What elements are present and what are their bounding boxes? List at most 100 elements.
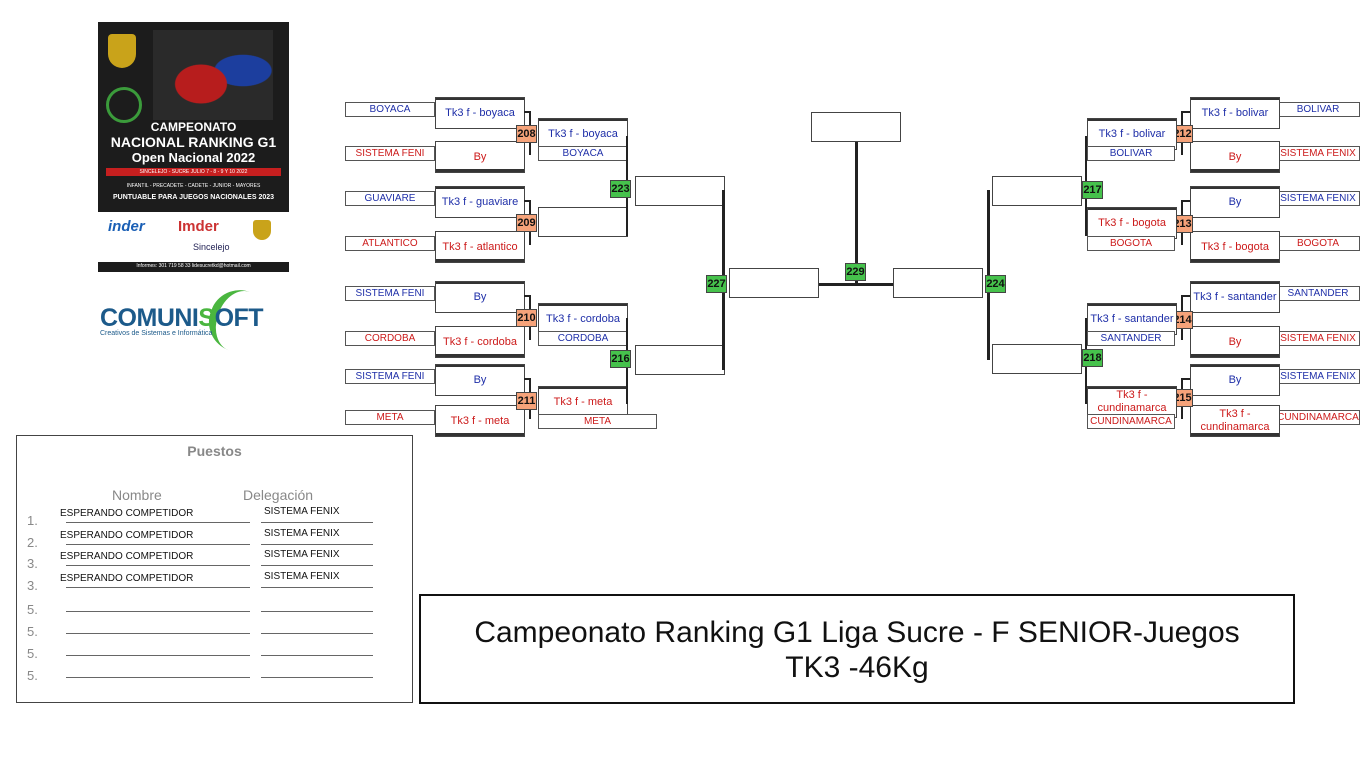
empty-slot[interactable] — [729, 268, 819, 298]
deleg-underline — [261, 655, 373, 656]
match-number: 223 — [610, 180, 631, 198]
competitor-slot[interactable]: Tk3 f - bolivar — [1087, 118, 1177, 150]
deleg-underline — [261, 633, 373, 634]
deleg-underline — [261, 522, 373, 523]
competitor-slot[interactable]: Tk3 f - cordoba — [435, 326, 525, 358]
place-name: ESPERANDO COMPETIDOR — [60, 573, 194, 584]
nombre-header: Nombre — [112, 487, 162, 503]
puestos-panel: Puestos Nombre Delegación 1.ESPERANDO CO… — [16, 435, 413, 703]
match-number: 209 — [516, 214, 537, 232]
competitor-slot[interactable]: Tk3 f - santander — [1190, 281, 1280, 313]
delegation-label: SISTEMA FENI — [345, 146, 435, 161]
deleg-underline — [261, 544, 373, 545]
match-number: 216 — [610, 350, 631, 368]
green-seal — [106, 87, 142, 123]
empty-slot[interactable] — [811, 112, 901, 142]
delegation-label: BOGOTA — [1087, 236, 1175, 251]
poster-logo — [108, 34, 136, 68]
competitor-slot[interactable]: Tk3 f - bogota — [1087, 207, 1177, 239]
empty-slot[interactable] — [635, 176, 725, 206]
competitor-slot[interactable]: Tk3 f - boyaca — [538, 118, 628, 150]
category-title-box: Campeonato Ranking G1 Liga Sucre - F SEN… — [419, 594, 1295, 704]
competitor-slot[interactable]: Tk3 f - atlantico — [435, 231, 525, 263]
delegation-label: ATLANTICO — [345, 236, 435, 251]
empty-slot[interactable] — [893, 268, 983, 298]
name-underline — [66, 587, 250, 588]
delegation-label: CUNDINAMARCA — [1276, 410, 1360, 425]
empty-slot[interactable] — [992, 344, 1082, 374]
place-number: 3. — [27, 556, 38, 571]
bracket-line — [819, 283, 893, 286]
competitor-slot[interactable]: By — [1190, 186, 1280, 218]
bracket-line — [524, 111, 530, 113]
poster-title3: Open Nacional 2022 — [131, 150, 256, 165]
shield-icon — [253, 220, 271, 240]
competitor-slot[interactable]: Tk3 f - bolivar — [1190, 97, 1280, 129]
fighters-image — [153, 30, 273, 120]
place-delegation: SISTEMA FENIX — [264, 549, 340, 560]
place-number: 5. — [27, 646, 38, 661]
competitor-slot[interactable]: Tk3 f - cordoba — [538, 303, 628, 335]
competitor-slot[interactable]: Tk3 f - guaviare — [435, 186, 525, 218]
name-underline — [66, 565, 250, 566]
competitor-slot[interactable]: Tk3 f - meta — [435, 405, 525, 437]
competitor-slot[interactable]: By — [435, 281, 525, 313]
competitor-slot[interactable]: By — [1190, 141, 1280, 173]
name-underline — [66, 677, 250, 678]
comunisoft-logo: COMUNISOFT Creativos de Sistemas e Infor… — [100, 281, 295, 353]
competitor-slot[interactable]: Tk3 f - boyaca — [435, 97, 525, 129]
bracket-line — [1182, 111, 1190, 113]
delegation-label: BOGOTA — [1276, 236, 1360, 251]
bracket-line — [524, 378, 530, 380]
empty-slot[interactable] — [538, 207, 628, 237]
competitor-slot[interactable]: By — [435, 364, 525, 396]
delegacion-header: Delegación — [243, 487, 314, 503]
name-underline — [66, 633, 250, 634]
place-delegation: SISTEMA FENIX — [264, 571, 340, 582]
competitor-slot[interactable]: By — [435, 141, 525, 173]
delegation-label: CORDOBA — [345, 331, 435, 346]
match-number: 229 — [845, 263, 866, 281]
delegation-label: BOLIVAR — [1087, 146, 1175, 161]
empty-slot[interactable] — [992, 176, 1082, 206]
delegation-label: BOLIVAR — [1276, 102, 1360, 117]
sponsor-inder: inder — [108, 218, 145, 235]
empty-slot[interactable] — [635, 345, 725, 375]
place-name: ESPERANDO COMPETIDOR — [60, 530, 194, 541]
bracket-line — [524, 295, 530, 297]
competitor-slot[interactable]: Tk3 f - bogota — [1190, 231, 1280, 263]
delegation-label: SISTEMA FENIX — [1276, 369, 1360, 384]
category-subtitle: TK3 -46Kg — [785, 651, 929, 684]
name-underline — [66, 522, 250, 523]
sponsor-sincelejo: Sincelejo — [193, 242, 230, 252]
delegation-label: CUNDINAMARCA — [1087, 414, 1175, 429]
delegation-label: SISTEMA FENIX — [1276, 191, 1360, 206]
poster-title1: CAMPEONATO — [150, 120, 237, 134]
competitor-slot[interactable]: By — [1190, 364, 1280, 396]
sponsor-strip: inder Imder Sincelejo — [98, 212, 289, 262]
competitor-slot[interactable]: Tk3 f - cundinamarca — [1190, 405, 1280, 437]
delegation-label: SISTEMA FENI — [345, 369, 435, 384]
delegation-label: SANTANDER — [1276, 286, 1360, 301]
poster-place: SINCELEJO - SUCRE JULIO 7 - 8 - 9 Y 10 2… — [106, 168, 281, 176]
poster-cats: INFANTIL - PRECADETE - CADETE - JUNIOR -… — [126, 183, 261, 189]
delegation-label: SISTEMA FENIX — [1276, 331, 1360, 346]
event-poster: CAMPEONATO NACIONAL RANKING G1 Open Naci… — [98, 22, 289, 272]
delegation-label: CORDOBA — [538, 331, 628, 346]
delegation-label: BOYACA — [538, 146, 628, 161]
competitor-slot[interactable]: By — [1190, 326, 1280, 358]
match-number: 224 — [985, 275, 1006, 293]
place-delegation: SISTEMA FENIX — [264, 528, 340, 539]
logo-tagline: Creativos de Sistemas e Informática — [100, 330, 213, 337]
poster-punt: PUNTUABLE PARA JUEGOS NACIONALES 2023 — [112, 194, 275, 201]
match-number: 213 — [1172, 215, 1193, 233]
bracket-line — [1182, 200, 1190, 202]
place-number: 5. — [27, 668, 38, 683]
puestos-title: Puestos — [187, 443, 242, 459]
delegation-label: SISTEMA FENIX — [1276, 146, 1360, 161]
bracket-line — [1182, 378, 1190, 380]
delegation-label: SANTANDER — [1087, 331, 1175, 346]
poster-title2: NACIONAL RANKING G1 — [110, 134, 277, 150]
sponsor-imder: Imder — [178, 218, 219, 235]
delegation-label: SISTEMA FENI — [345, 286, 435, 301]
